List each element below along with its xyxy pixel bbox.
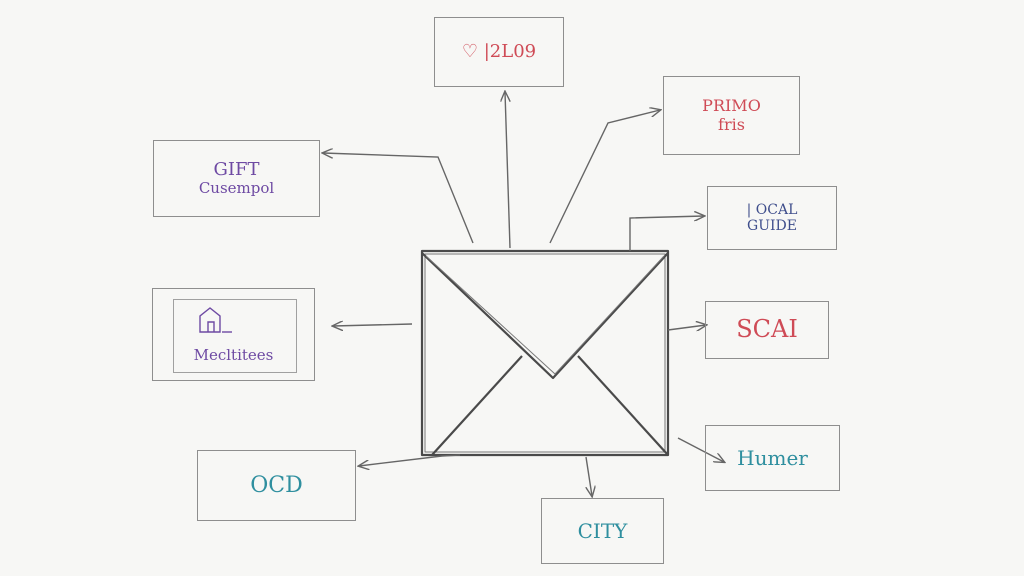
node-primo: PRIMO fris [663, 76, 800, 155]
node-primo-line1: PRIMO [702, 96, 761, 116]
arrow-to-scal [667, 325, 706, 330]
node-mectitees-inner-frame [173, 299, 297, 373]
node-scal-label: SCAI [736, 315, 798, 344]
node-primo-line2: fris [718, 114, 745, 134]
node-humer-label: Humer [737, 445, 808, 470]
node-gift-line1: GIFT [213, 158, 260, 180]
node-local-line1: | OCAL [746, 201, 798, 218]
node-local: | OCAL GUIDE [707, 186, 837, 250]
node-top-label: ♡ |2L09 [461, 40, 537, 62]
node-mectitees-label: Mecltitees [193, 345, 274, 364]
arrows [323, 92, 724, 496]
arrow-to-primo [549, 110, 660, 244]
node-humer: Humer [705, 425, 840, 491]
node-city: CITY [541, 498, 664, 564]
arrow-to-top [505, 92, 511, 249]
node-gift: GIFT Cusempol [153, 140, 320, 217]
arrow-to-city [585, 456, 592, 496]
arrow-to-local [629, 216, 704, 251]
arrow-to-mectitees [333, 324, 413, 326]
arrow-to-gift [323, 153, 474, 244]
node-scal: SCAI [705, 301, 829, 359]
node-ocd-label: OCD [250, 472, 303, 498]
node-mectitees: Mecltitees [152, 288, 315, 381]
node-top: ♡ |2L09 [434, 17, 564, 87]
node-local-line2: GUIDE [747, 218, 797, 234]
arrow-to-humer [677, 437, 724, 462]
node-gift-line2: Cusempol [198, 179, 275, 198]
node-ocd: OCD [197, 450, 356, 521]
building-icon [199, 307, 232, 333]
node-city-label: CITY [577, 518, 628, 543]
arrow-to-ocd [359, 454, 461, 466]
envelope-icon [420, 249, 670, 457]
